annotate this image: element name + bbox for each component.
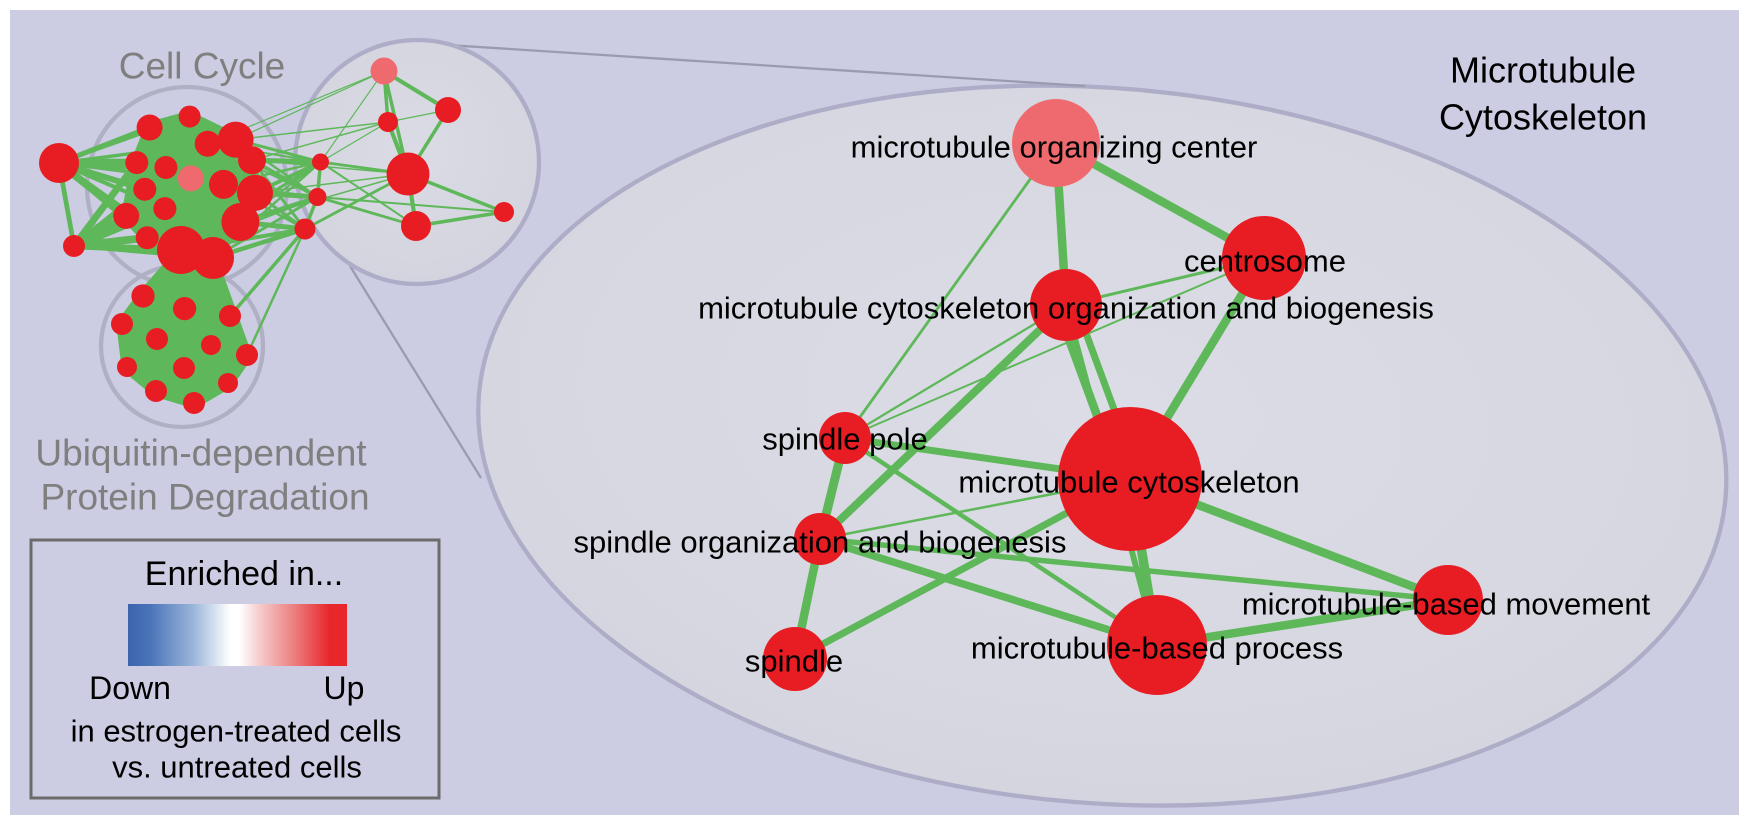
svg-text:centrosome: centrosome	[1184, 244, 1346, 279]
svg-text:vs. untreated cells: vs. untreated cells	[112, 750, 362, 785]
svg-text:microtubule-based movement: microtubule-based movement	[1242, 587, 1651, 622]
svg-text:spindle: spindle	[745, 644, 843, 679]
svg-text:in estrogen-treated cells: in estrogen-treated cells	[71, 714, 402, 749]
svg-text:microtubule cytoskeleton: microtubule cytoskeleton	[958, 465, 1299, 500]
svg-text:Cytoskeleton: Cytoskeleton	[1439, 97, 1647, 138]
svg-text:microtubule-based process: microtubule-based process	[971, 631, 1343, 666]
svg-text:Cell Cycle: Cell Cycle	[119, 46, 286, 87]
svg-text:spindle organization and bioge: spindle organization and biogenesis	[574, 525, 1067, 560]
svg-text:microtubule cytoskeleton organ: microtubule cytoskeleton organization an…	[698, 291, 1434, 326]
svg-text:Enriched in...: Enriched in...	[145, 555, 343, 593]
svg-text:Protein Degradation: Protein Degradation	[40, 477, 369, 518]
svg-text:Microtubule: Microtubule	[1450, 50, 1636, 91]
svg-text:Down: Down	[89, 670, 171, 706]
svg-text:microtubule organizing center: microtubule organizing center	[851, 130, 1258, 165]
svg-text:Ubiquitin-dependent: Ubiquitin-dependent	[35, 433, 367, 474]
svg-text:Up: Up	[324, 670, 365, 706]
svg-text:spindle pole: spindle pole	[762, 422, 927, 457]
